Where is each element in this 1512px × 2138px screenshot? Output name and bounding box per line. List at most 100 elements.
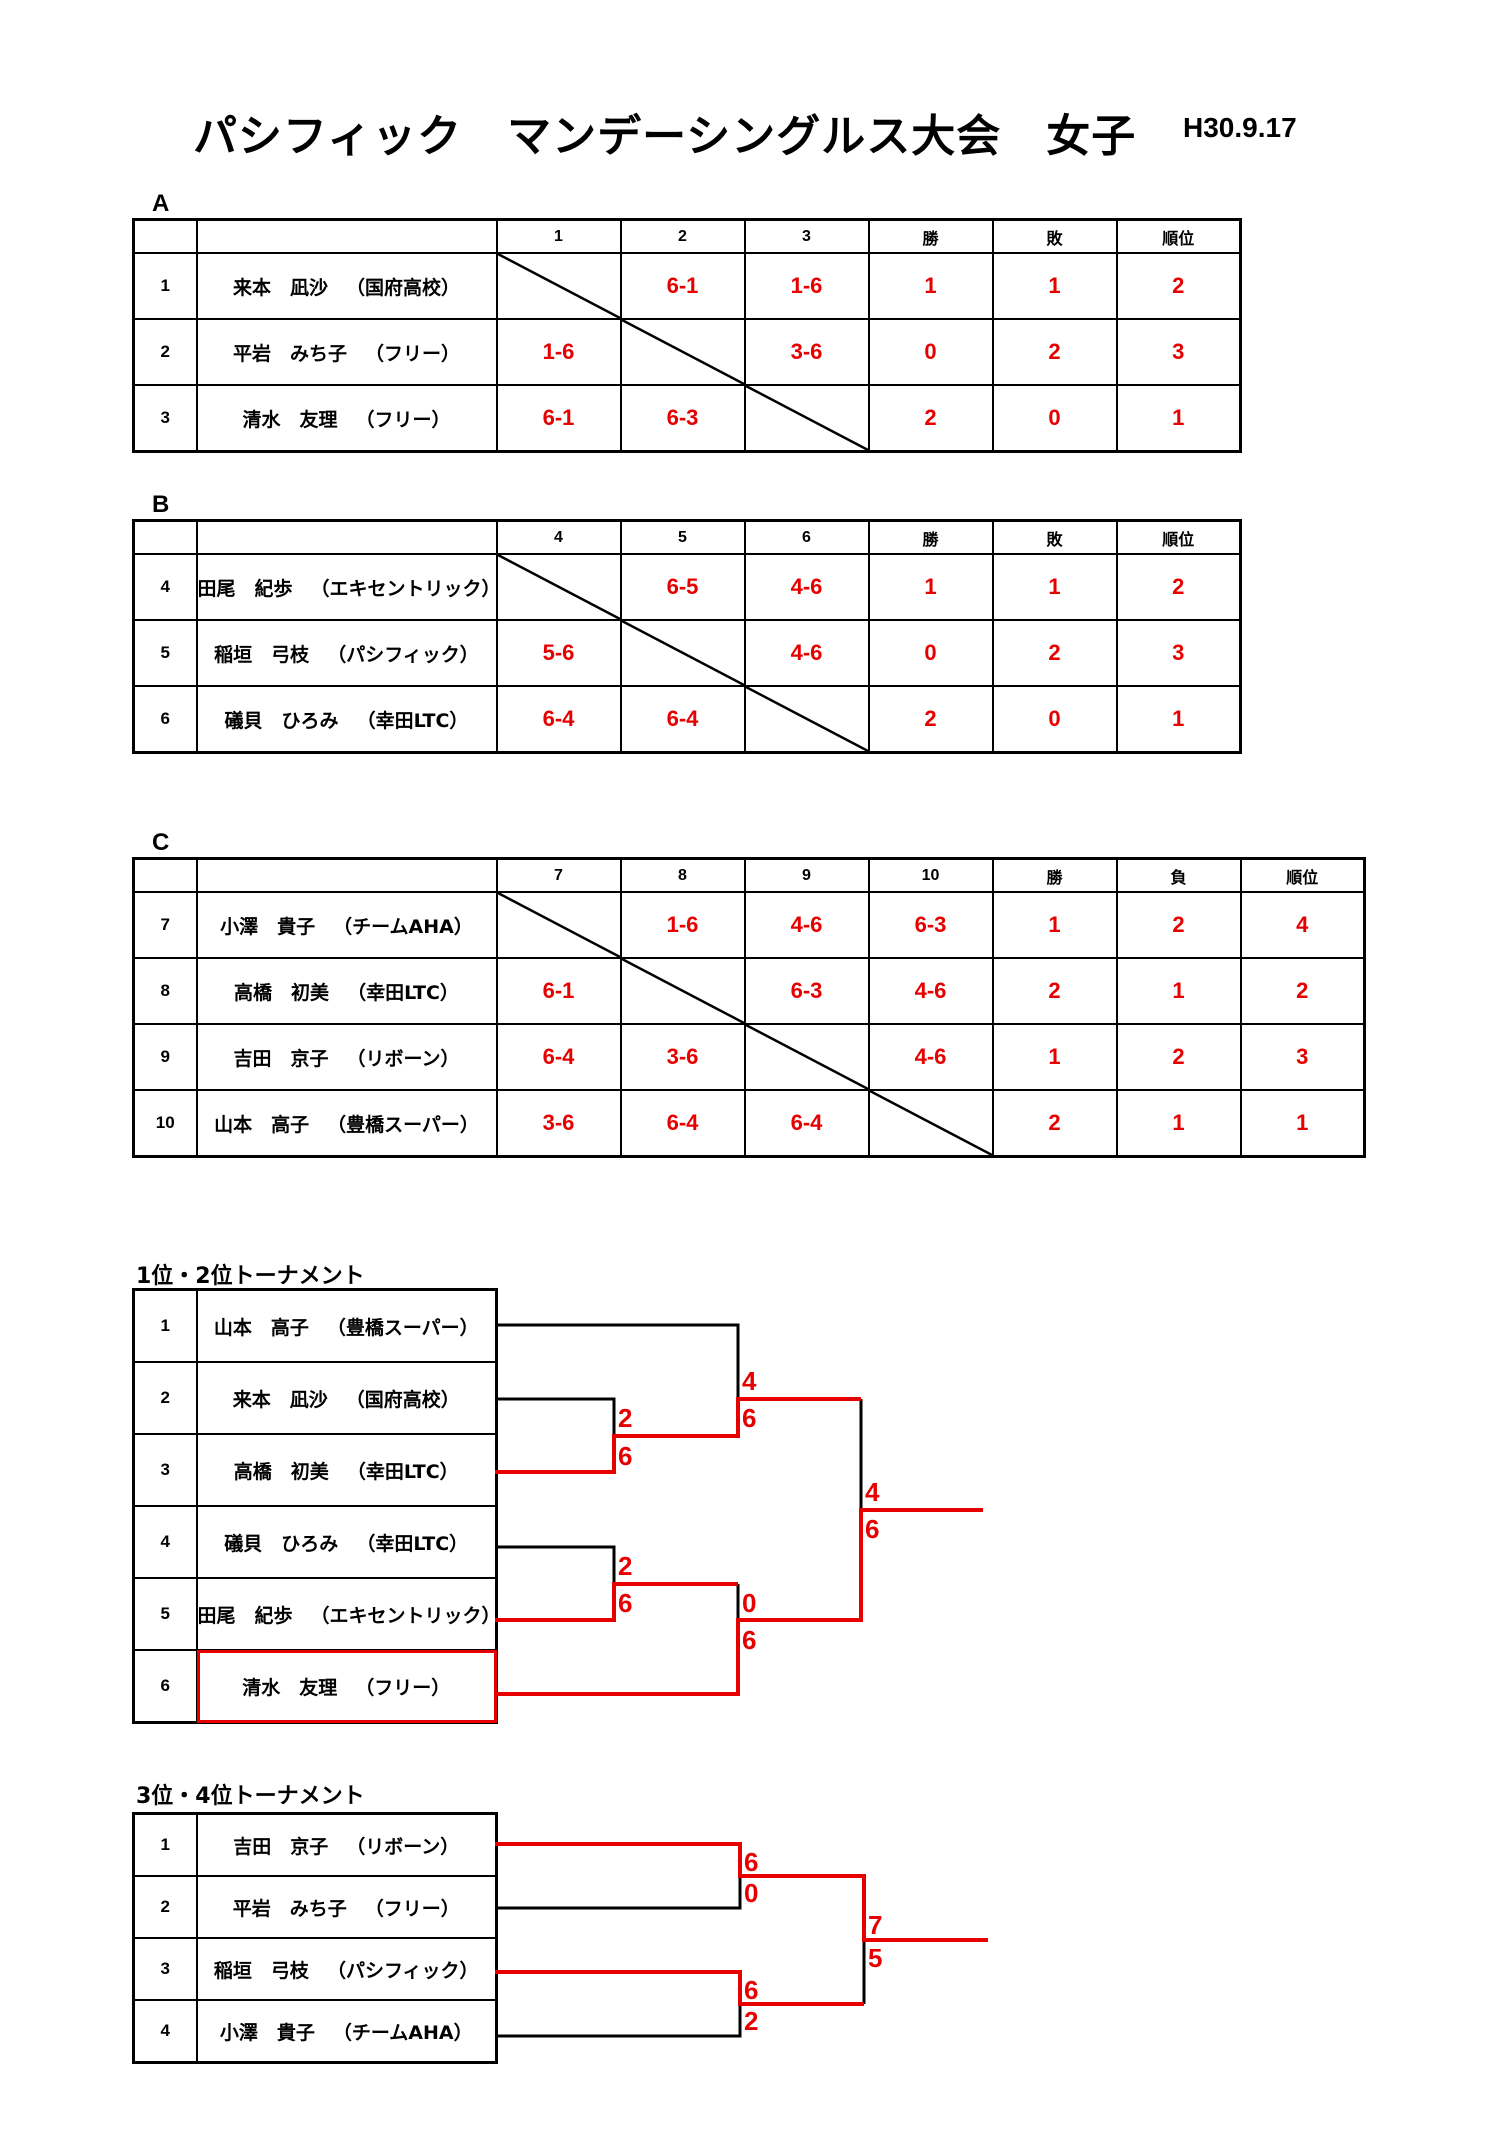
match-score: 1-6 [619, 891, 746, 959]
player-name: 山本 高子 [214, 1113, 310, 1136]
player-club: （国府高校） [345, 1388, 460, 1411]
player-number: 1 [132, 252, 198, 320]
wins: 2 [991, 957, 1118, 1025]
player-club: （フリー） [355, 1676, 451, 1699]
rank: 1 [1115, 685, 1242, 754]
header-losses: 敗 [991, 519, 1118, 555]
player-name-cell: 田尾 紀歩（エキセントリック） [195, 553, 498, 621]
rank: 3 [1115, 619, 1242, 687]
player-club: （チームAHA） [333, 915, 473, 938]
player-name: 礒貝 ひろみ [224, 1532, 339, 1555]
player-name-cell: 小澤 貴子（チームAHA） [195, 1999, 498, 2064]
header-losses: 敗 [991, 218, 1118, 254]
player-name: 稲垣 弓枝 [213, 1959, 309, 1982]
seed-number: 4 [132, 1999, 198, 2064]
score: 6 [618, 1588, 632, 1618]
header-opponent: 6 [743, 519, 870, 555]
player-name: 山本 高子 [213, 1316, 309, 1339]
wins: 2 [867, 685, 994, 754]
seed-number: 2 [132, 1361, 198, 1435]
player-name: 平岩 みち子 [232, 342, 347, 365]
losses: 2 [1115, 1023, 1242, 1091]
match-score: 6-1 [619, 252, 746, 320]
score: 0 [742, 1588, 756, 1618]
diagonal-cell [619, 619, 746, 687]
header-blank [195, 218, 498, 254]
seed-number: 1 [132, 1288, 198, 1363]
player-name-cell: 吉田 京子（リボーン） [195, 1812, 498, 1877]
header-opponent: 4 [495, 519, 622, 555]
group-b-label: B [152, 491, 170, 518]
header-rank: 順位 [1115, 218, 1242, 254]
header-blank [132, 519, 198, 555]
match-score: 6-4 [495, 1023, 622, 1091]
diagonal-cell [495, 553, 622, 621]
player-club: （幸田LTC） [356, 1532, 469, 1555]
match-score: 4-6 [743, 619, 870, 687]
player-number: 3 [132, 384, 198, 453]
diagonal-cell [495, 252, 622, 320]
champion-name-cell: 清水 友理（フリー） [195, 1649, 498, 1724]
losses: 0 [991, 685, 1118, 754]
player-number: 9 [132, 1023, 198, 1091]
seed-number: 2 [132, 1875, 198, 1939]
player-name: 平岩 みち子 [232, 1897, 347, 1920]
match-score: 1-6 [743, 252, 870, 320]
wins: 2 [867, 384, 994, 453]
score: 4 [742, 1366, 757, 1396]
player-name-cell: 清水 友理（フリー） [195, 384, 498, 453]
header-wins: 勝 [867, 218, 994, 254]
diagonal-cell [619, 318, 746, 386]
match-score: 6-5 [619, 553, 746, 621]
score: 2 [618, 1551, 632, 1581]
diagonal-cell [743, 685, 870, 754]
player-name-cell: 山本 高子（豊橋スーパー） [195, 1089, 498, 1158]
match-score: 4-6 [867, 957, 994, 1025]
player-number: 8 [132, 957, 198, 1025]
score: 7 [868, 1910, 882, 1940]
score: 6 [618, 1441, 632, 1471]
match-score: 6-4 [619, 685, 746, 754]
losses: 2 [1115, 891, 1242, 959]
bracket-entry: 2 来本 凪沙 （国府高校） [132, 1361, 498, 1435]
player-name: 礒貝 ひろみ [224, 709, 339, 732]
score: 6 [742, 1625, 756, 1655]
player-name: 来本 凪沙 [232, 1388, 328, 1411]
score: 6 [865, 1514, 879, 1544]
rank: 1 [1115, 384, 1242, 453]
header-blank [195, 857, 498, 893]
score: 0 [744, 1878, 758, 1908]
diagonal-cell [495, 891, 622, 959]
player-name-cell: 高橋 初美（幸田LTC） [195, 1433, 498, 1507]
player-name-cell: 吉田 京子（リボーン） [195, 1023, 498, 1091]
match-score: 3-6 [743, 318, 870, 386]
player-name-cell: 高橋 初美（幸田LTC） [195, 957, 498, 1025]
match-score: 4-6 [867, 1023, 994, 1091]
score: 6 [744, 1975, 758, 2005]
header-opponent: 10 [867, 857, 994, 893]
score: 5 [868, 1943, 882, 1973]
header-opponent: 1 [495, 218, 622, 254]
match-score: 6-1 [495, 384, 622, 453]
player-number: 2 [132, 318, 198, 386]
player-name: 吉田 京子 [233, 1835, 329, 1858]
player-name: 小澤 貴子 [220, 915, 316, 938]
player-club: （国府高校） [346, 276, 461, 299]
match-score: 4-6 [743, 891, 870, 959]
player-name-cell: 小澤 貴子 （チームAHA） [195, 891, 498, 959]
losses: 1 [991, 252, 1118, 320]
losses: 2 [991, 318, 1118, 386]
